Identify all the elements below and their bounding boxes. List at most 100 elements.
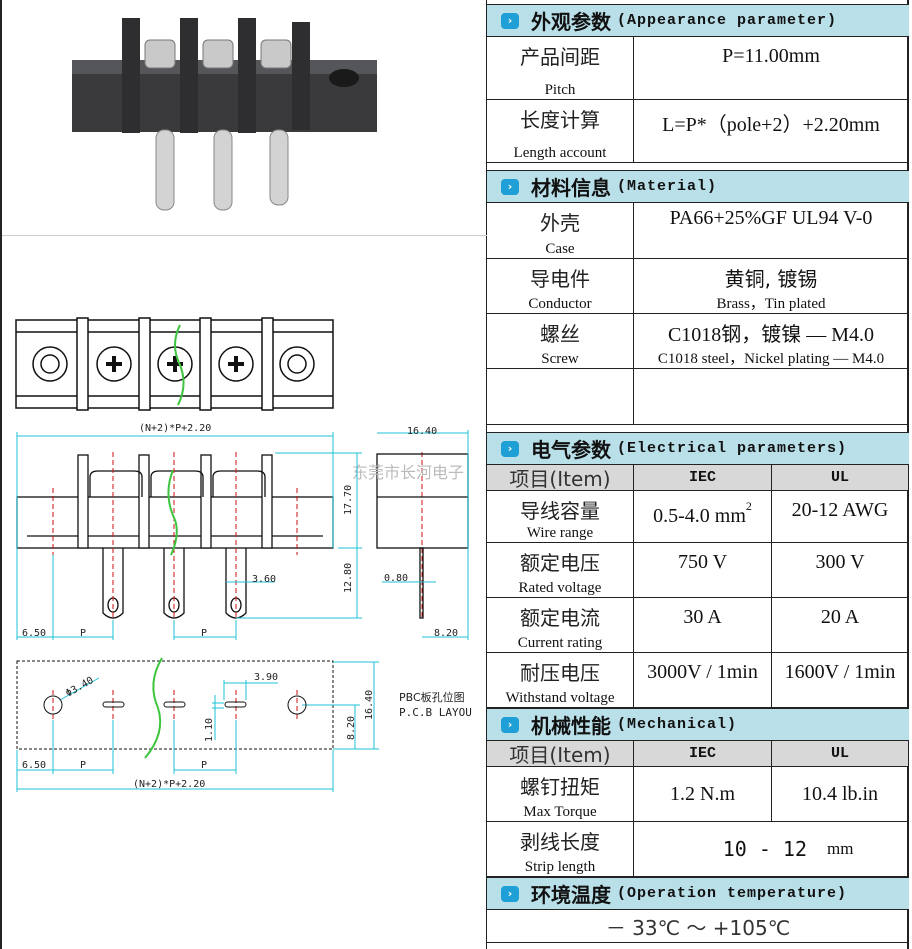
value-case: PA66+25%GF UL94 V-0 <box>634 203 909 259</box>
dimension-lines <box>16 430 469 792</box>
value-iec: 1.2 N.m <box>634 767 772 822</box>
section-header-electrical: › 电气参数 (Electrical parameters) <box>487 432 909 465</box>
value-length: L=P*（pole+2）+2.20mm <box>634 100 909 163</box>
label-cn: 螺钉扭矩 <box>520 775 600 799</box>
dim-edge: 6.50 <box>22 628 46 639</box>
value-strip-unit: mm <box>817 822 909 877</box>
break-line <box>144 657 163 759</box>
empty-cell <box>487 369 634 425</box>
section-title-en: (Operation temperature) <box>617 885 848 902</box>
section-header-material: › 材料信息 (Material) <box>487 170 909 203</box>
technical-drawings: 东莞市长河电子 (N+2)*P+2.20 17.70 12.80 3.60 6.… <box>15 18 472 792</box>
section-title-en: (Material) <box>617 178 718 195</box>
dim-side-half: 8.20 <box>434 628 458 639</box>
column-header-ul: UL <box>772 465 909 491</box>
row-label-max-torque: 螺钉扭矩 Max Torque <box>487 767 634 822</box>
dim-pin-thick: 0.80 <box>384 573 408 584</box>
value-pitch: P=11.00mm <box>634 37 909 100</box>
dim-height-top: 17.70 <box>343 485 354 515</box>
arrow-icon: › <box>501 885 519 902</box>
dim-pitch: P <box>80 760 86 771</box>
dim-pitch: P <box>80 628 86 639</box>
empty-cell <box>634 369 909 425</box>
column-header-item: 项目(Item) <box>487 741 634 767</box>
divider <box>2 235 487 236</box>
section-title-cn: 外观参数 <box>531 10 611 34</box>
watermark: 东莞市长河电子 <box>352 463 464 482</box>
dim-height-pin: 12.80 <box>343 563 354 593</box>
centerlines <box>52 452 423 720</box>
label-en: Strip length <box>524 859 596 875</box>
section-title-cn: 环境温度 <box>531 883 611 907</box>
label-en: Case <box>545 241 575 257</box>
label-cn: 螺丝 <box>540 322 580 346</box>
value-ul: 20-12 AWG <box>772 491 909 543</box>
label-en: Withstand voltage <box>505 690 615 706</box>
value-iec: 750 V <box>634 543 772 598</box>
dim-overall: (N+2)*P+2.20 <box>133 779 205 790</box>
label-en: Conductor <box>528 296 592 312</box>
break-line <box>174 324 185 406</box>
section-header-temperature: › 环境温度 (Operation temperature) <box>487 877 909 910</box>
label-cn: 外壳 <box>540 211 580 235</box>
section-title-cn: 电气参数 <box>531 438 611 462</box>
value-temperature: － 33℃ ～ +105℃ <box>487 910 909 943</box>
column-header-iec: IEC <box>634 741 772 767</box>
section-header-appearance: › 外观参数 (Appearance parameter) <box>487 4 909 37</box>
value-strip-length: 10 - 12 <box>634 822 817 877</box>
label-cn: 产品间距 <box>520 45 600 69</box>
label-en: Wire range <box>526 525 594 541</box>
label-cn: 额定电压 <box>520 551 600 575</box>
arrow-icon: › <box>501 12 519 29</box>
dim-pitch: P <box>201 628 207 639</box>
section-title-en: (Electrical parameters) <box>617 440 848 457</box>
value-iec: 3000V / 1min <box>634 653 772 708</box>
dim-overall: (N+2)*P+2.20 <box>139 423 211 434</box>
row-label-conductor: 导电件 Conductor <box>487 259 634 314</box>
pcb-label-cn: PBC板孔位图 <box>399 690 465 704</box>
dim-slot-w: 1.10 <box>204 718 215 742</box>
value-ul: 1600V / 1min <box>772 653 909 708</box>
dim-pcb-h: 16.40 <box>364 690 375 720</box>
label-cn: 耐压电压 <box>520 661 600 685</box>
value-cn: C1018钢，镀镍 — M4.0 <box>667 324 875 346</box>
row-label-strip-length: 剥线长度 Strip length <box>487 822 634 877</box>
label-en: Current rating <box>517 635 603 651</box>
value-en: C1018 steel，Nickel plating — M4.0 <box>657 351 885 367</box>
value-iec: 30 A <box>634 598 772 653</box>
label-cn: 额定电流 <box>520 606 600 630</box>
value-cn: 黄铜, 镀锡 <box>724 267 818 291</box>
arrow-icon: › <box>501 716 519 733</box>
break-line <box>167 469 178 556</box>
label-cn: 导线容量 <box>520 499 600 523</box>
value-text: 0.5-4.0 mm <box>653 505 746 527</box>
row-label-withstand-voltage: 耐压电压 Withstand voltage <box>487 653 634 708</box>
row-label-wire-range: 导线容量 Wire range <box>487 491 634 543</box>
label-cn: 导电件 <box>530 267 590 291</box>
dim-side-width: 16.40 <box>407 426 437 437</box>
pcb-label-en: P.C.B LAYOU <box>399 706 472 719</box>
dim-slot-len: 3.90 <box>254 672 278 683</box>
label-en: Pitch <box>544 82 576 98</box>
section-title-cn: 机械性能 <box>531 714 611 738</box>
pcb-holes <box>43 695 307 715</box>
dim-pcb-half: 8.20 <box>346 716 357 740</box>
dim-pin-width: 3.60 <box>252 574 276 585</box>
section-title-en: (Mechanical) <box>617 716 738 733</box>
label-cn: 剥线长度 <box>520 830 600 854</box>
drawing-panel: 东莞市长河电子 (N+2)*P+2.20 17.70 12.80 3.60 6.… <box>2 0 487 949</box>
row-label-pitch: 产品间距 Pitch <box>487 37 634 100</box>
dim-edge: 6.50 <box>22 760 46 771</box>
label-en: Max Torque <box>523 804 597 820</box>
row-label-current-rating: 额定电流 Current rating <box>487 598 634 653</box>
arrow-icon: › <box>501 178 519 195</box>
value-ul: 20 A <box>772 598 909 653</box>
